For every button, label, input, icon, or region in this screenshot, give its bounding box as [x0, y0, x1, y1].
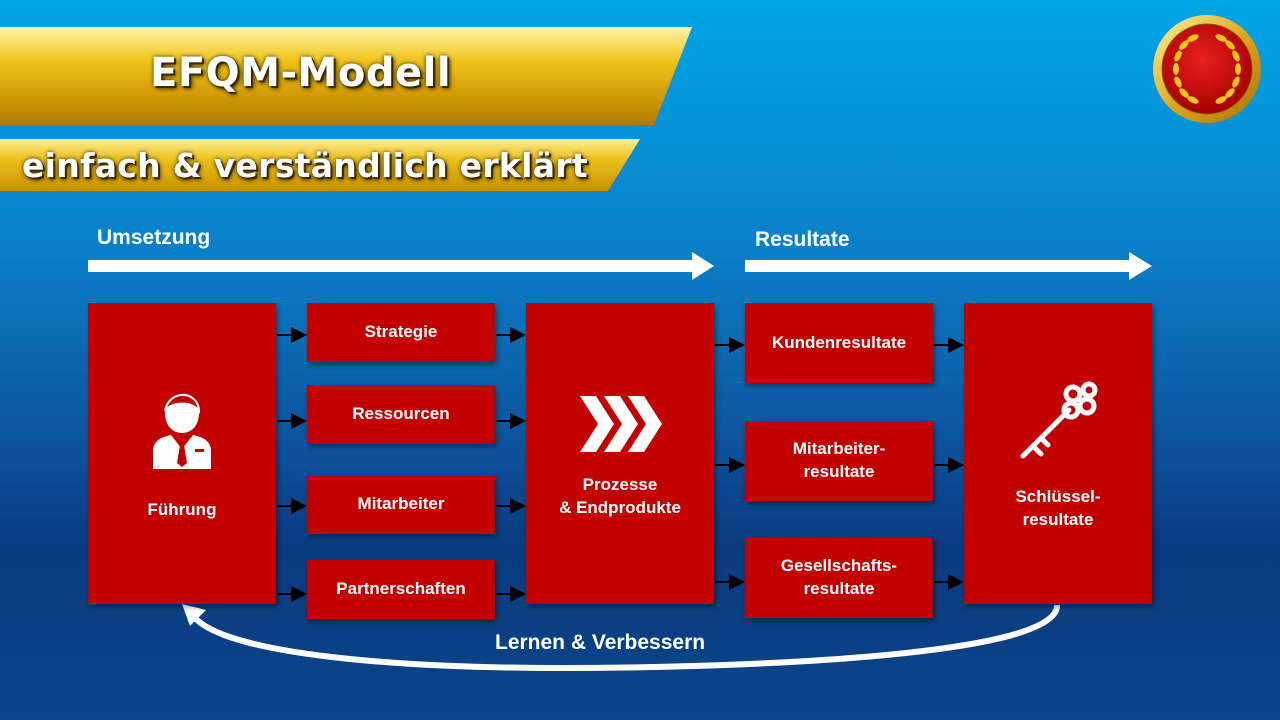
box-label-line2: resultate: [803, 462, 875, 481]
box-label: Partnerschaften: [336, 579, 466, 599]
box-schluesselresultate: Schlüssel- resultate: [964, 303, 1152, 604]
box-mitarbeiter: Mitarbeiter: [307, 475, 495, 534]
feedback-loop-arrow: [182, 604, 1061, 672]
laurel-medal-icon: [1153, 15, 1261, 123]
title-banner: [0, 27, 692, 125]
box-ressourcen: Ressourcen: [307, 385, 495, 444]
subtitle-banner: [0, 139, 640, 191]
box-label-line1: Prozesse: [582, 474, 658, 494]
box-label: Führung: [147, 500, 217, 520]
phase-label-resultate: Resultate: [755, 228, 850, 251]
box-label-line2: resultate: [803, 579, 875, 598]
phase-arrow-resultate: [745, 252, 1152, 280]
box-mitarbeiterresultate: Mitarbeiter- resultate: [745, 421, 933, 501]
box-label-line2: resultate: [1022, 509, 1094, 529]
phase-label-umsetzung: Umsetzung: [97, 226, 211, 249]
box-label-line1: Gesellschafts-: [780, 556, 898, 576]
phase-arrow-umsetzung: [88, 252, 714, 280]
chevrons-icon: [580, 395, 662, 452]
page-subtitle: einfach & verständlich erklärt: [22, 146, 588, 185]
businessman-icon: [153, 393, 211, 470]
box-label: Ressourcen: [352, 404, 450, 424]
box-label: Strategie: [364, 322, 438, 342]
box-partnerschaften: Partnerschaften: [307, 560, 495, 619]
box-fuehrung: Führung: [88, 303, 276, 604]
feedback-loop-label: Lernen & Verbessern: [495, 631, 706, 654]
box-label-line1: Mitarbeiter-: [792, 439, 886, 459]
box-strategie: Strategie: [307, 303, 495, 362]
box-label: Kundenresultate: [771, 332, 907, 352]
box-label: Mitarbeiter: [357, 494, 445, 514]
box-label-line2: & Endprodukte: [559, 497, 681, 517]
page-title: EFQM-Modell: [150, 50, 452, 96]
box-gesellschaftsresultate: Gesellschafts- resultate: [745, 538, 933, 618]
key-icon: [1020, 381, 1098, 459]
box-label-line1: Schlüssel-: [1015, 486, 1101, 506]
box-prozesse: Prozesse & Endprodukte: [526, 303, 714, 604]
box-kundenresultate: Kundenresultate: [745, 303, 933, 383]
